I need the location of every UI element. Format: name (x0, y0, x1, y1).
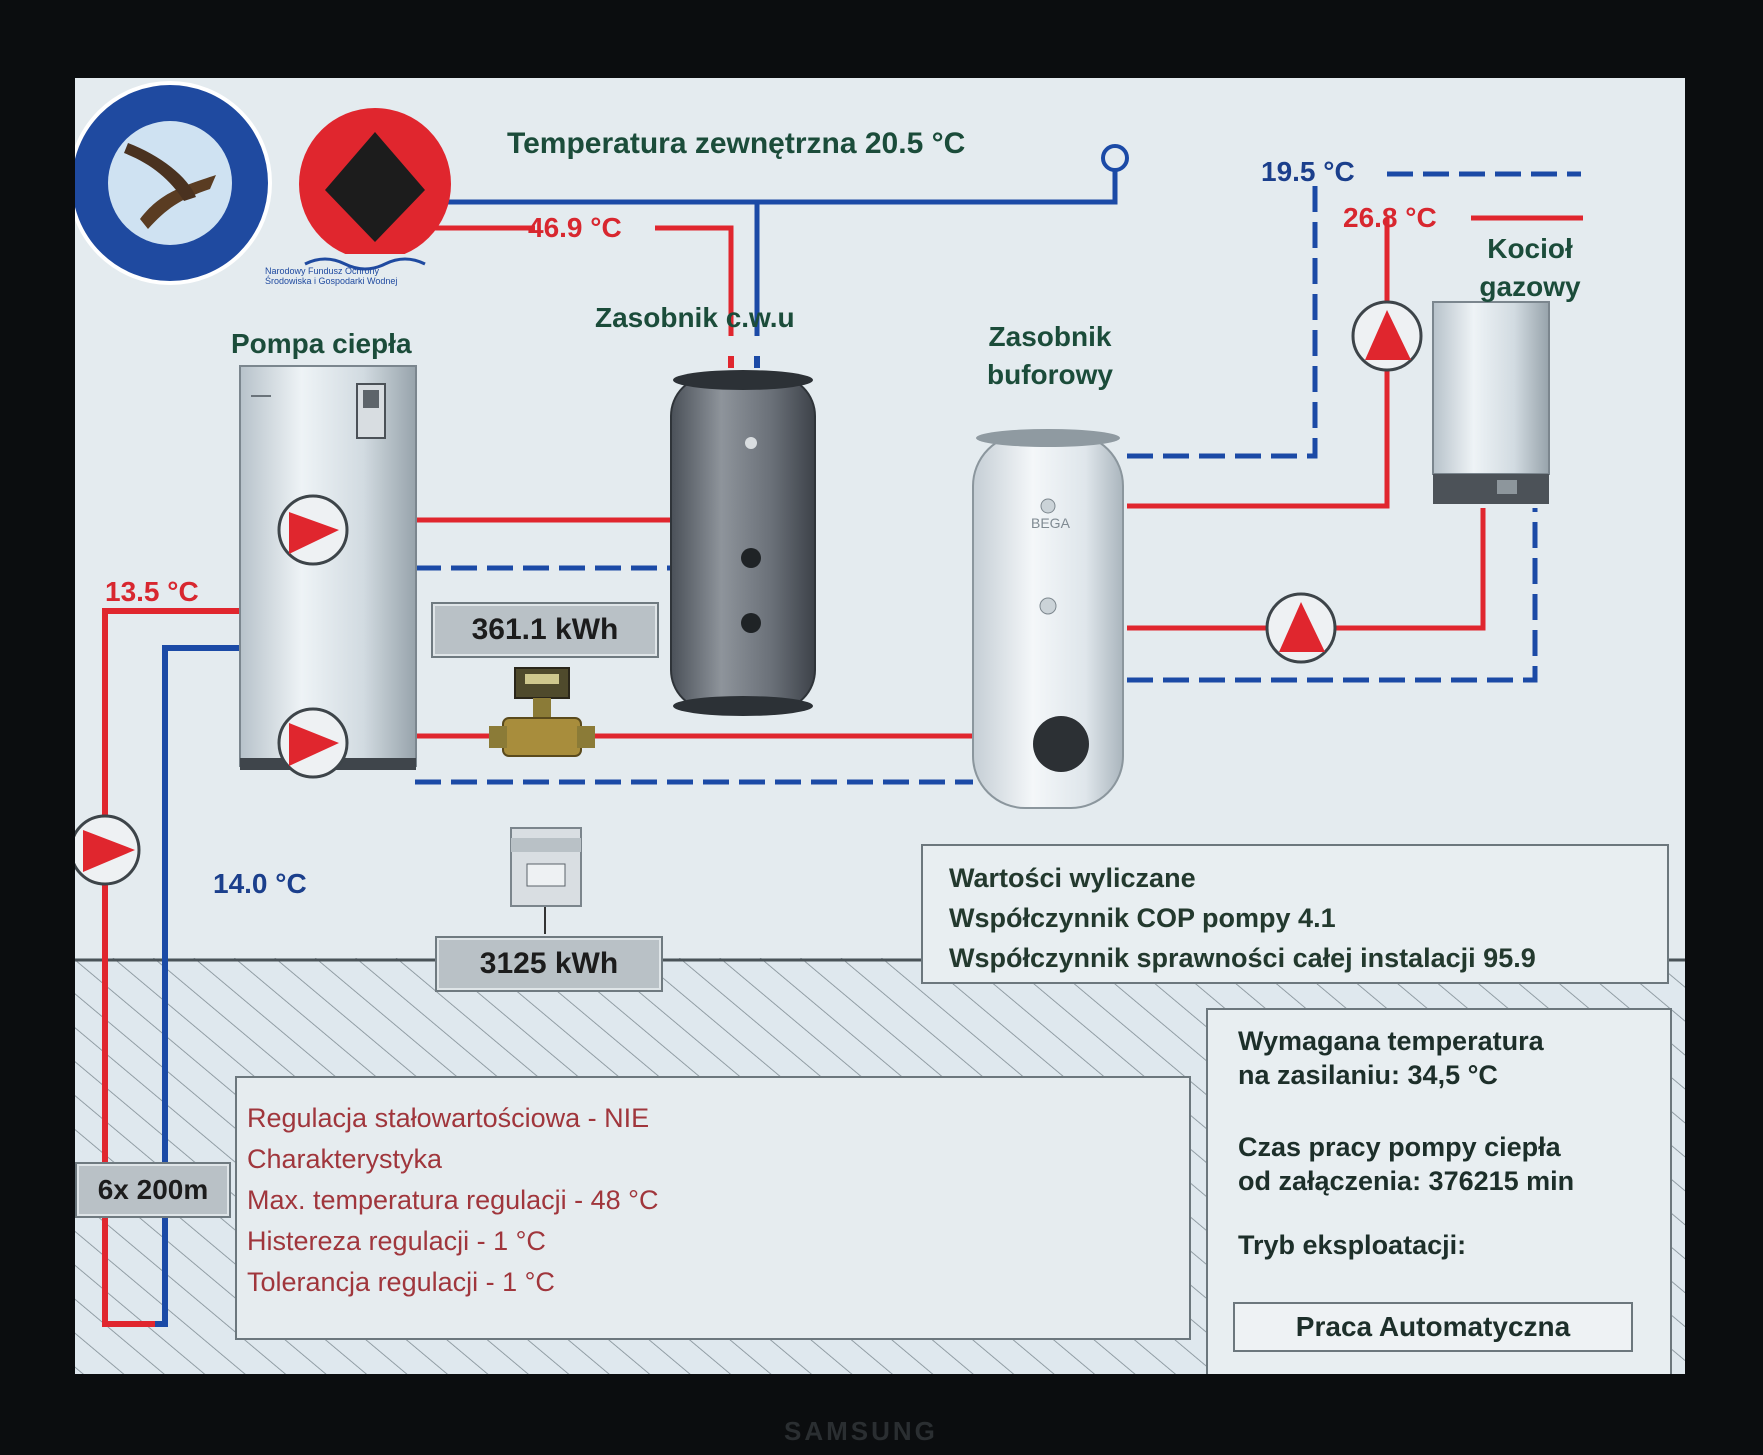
regulation-panel: Regulacja stałowartościowa - NIE Charakt… (235, 1076, 1191, 1340)
ground-return-temp: 14.0 °C (213, 868, 307, 899)
heat-pump-label: Pompa ciepła (231, 328, 412, 359)
monitor-brand-label: SAMSUNG (784, 1416, 938, 1446)
regulation-item: Charakterystyka (247, 1144, 443, 1174)
outdoor-sensor-pipe (419, 170, 1118, 205)
mode-label: Tryb eksploatacji: (1238, 1230, 1467, 1260)
ground-loop-return (155, 645, 241, 1327)
boiler-supply-temp: 26.8 °C (1343, 202, 1437, 233)
outdoor-temperature-label: Temperatura zewnętrzna 20.5 °C (507, 127, 966, 160)
cop-value: Współczynnik COP pompy 4.1 (949, 903, 1336, 933)
pump-icon-boiler (1351, 300, 1423, 372)
buffer-tank-label: Zasobnik buforowy (987, 321, 1113, 390)
heat-meter-icon (489, 667, 595, 757)
buffer-brand-label: BEGA (1031, 515, 1070, 531)
outdoor-sensor-icon (1101, 144, 1129, 172)
regulation-item: Max. temperatura regulacji - 48 °C (247, 1185, 659, 1215)
pump-icon-ground-loop (75, 814, 141, 886)
regulation-item: Regulacja stałowartościowa - NIE (247, 1103, 650, 1133)
heat-pump-unit (239, 365, 417, 770)
fund-logo-caption: Narodowy Fundusz Ochrony Środowiska i Go… (265, 266, 398, 286)
operation-mode-button[interactable]: Praca Automatyczna (1233, 1302, 1633, 1352)
pump-icon-heatpump-lower (277, 707, 349, 779)
park-logo (75, 81, 272, 285)
calculated-values-panel: Wartości wyliczane Współczynnik COP pomp… (921, 844, 1669, 984)
boiler-return-temp: 19.5 °C (1261, 156, 1355, 187)
required-temp-line1: Wymagana temperatura (1238, 1026, 1544, 1056)
dhw-tank-label: Zasobnik c.w.u (595, 302, 795, 333)
buffer-tank (972, 429, 1124, 809)
fund-logo (299, 108, 451, 276)
required-temp-line2: na zasilaniu: 34,5 °C (1238, 1060, 1498, 1090)
pump-icon-buffer (1265, 592, 1337, 664)
ground-loop-supply (102, 608, 241, 1327)
dhw-supply-temp: 46.9 °C (528, 212, 622, 243)
electric-meter-value: 3125 kWh (435, 936, 663, 992)
ground-loops-value: 6x 200m (75, 1162, 231, 1218)
pump-icon-heatpump-upper (277, 494, 349, 566)
status-panel: Wymagana temperatura na zasilaniu: 34,5 … (1206, 1008, 1672, 1374)
regulation-item: Tolerancja regulacji - 1 °C (247, 1267, 555, 1297)
efficiency-value: Współczynnik sprawności całej instalacji… (949, 943, 1536, 973)
ground-supply-temp: 13.5 °C (105, 576, 199, 607)
electric-meter-icon (510, 827, 582, 907)
runtime-line2: od załączenia: 376215 min (1238, 1166, 1575, 1196)
gas-boiler-unit (1432, 301, 1550, 504)
runtime-line1: Czas pracy pompy ciepła (1238, 1132, 1561, 1162)
regulation-item: Histereza regulacji - 1 °C (247, 1226, 546, 1256)
hmi-screen: Temperatura zewnętrzna 20.5 °C Narodowy … (75, 78, 1685, 1374)
calculated-header: Wartości wyliczane (949, 863, 1196, 893)
dhw-tank (670, 370, 816, 716)
heat-meter-value: 361.1 kWh (431, 602, 659, 658)
gas-boiler-label: Kocioł gazowy (1479, 233, 1581, 302)
